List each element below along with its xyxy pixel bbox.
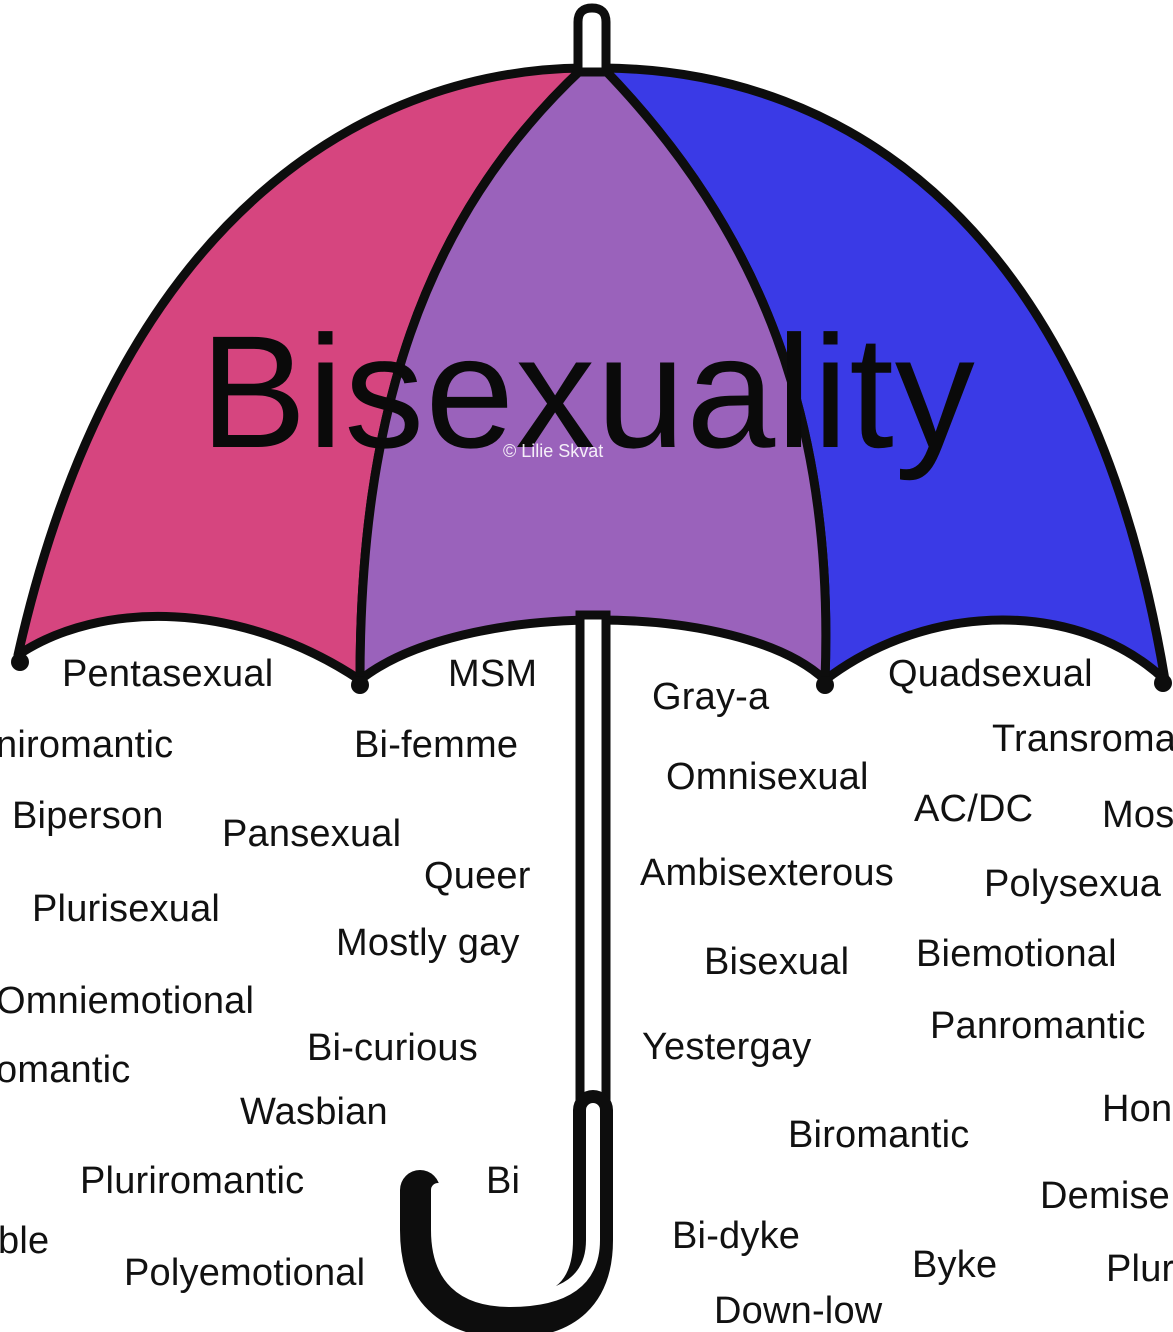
term-label: Bisexual (704, 943, 849, 981)
rib-tip (11, 653, 29, 671)
term-label: Ambisexterous (640, 854, 894, 892)
term-label: Pluriromantic (80, 1162, 304, 1200)
term-label: Panromantic (930, 1007, 1146, 1045)
term-label: Transroma (992, 720, 1173, 758)
term-label: Pansexual (222, 815, 401, 853)
umbrella-shaft (580, 615, 606, 1115)
rib-tip (1154, 674, 1172, 692)
term-label: Omnisexual (666, 758, 869, 796)
rib-tip (816, 676, 834, 694)
copyright-credit: © Lilie Skvat (503, 441, 603, 462)
term-label: MSM (448, 655, 537, 693)
term-label: Wasbian (240, 1093, 388, 1131)
term-label: omantic (0, 1051, 130, 1089)
term-label: Gray-a (652, 678, 769, 716)
term-label: Quadsexual (888, 655, 1093, 693)
term-label: Hon (1102, 1090, 1172, 1128)
term-label: niromantic (0, 726, 173, 764)
term-label: Demise (1040, 1177, 1170, 1215)
term-label: Bi (486, 1162, 520, 1200)
term-label: Bi-dyke (672, 1217, 800, 1255)
term-label: Bi-curious (307, 1029, 478, 1067)
term-label: Yestergay (642, 1028, 811, 1066)
term-label: Mos (1102, 796, 1173, 834)
term-label: ble (0, 1222, 49, 1260)
term-label: Pentasexual (62, 655, 273, 693)
term-label: Biperson (12, 797, 164, 835)
rib-tip (351, 676, 369, 694)
term-label: Omniemotional (0, 982, 254, 1020)
term-label: Queer (424, 857, 531, 895)
term-label: Plur (1106, 1250, 1173, 1288)
term-label: Polysexua (984, 865, 1161, 903)
term-label: Biromantic (788, 1116, 970, 1154)
umbrella-top-knob (578, 8, 606, 72)
term-label: AC/DC (914, 790, 1033, 828)
term-label: Biemotional (916, 935, 1117, 973)
term-label: Byke (912, 1246, 997, 1284)
term-label: Bi-femme (354, 726, 518, 764)
term-label: Plurisexual (32, 890, 220, 928)
term-label: Polyemotional (124, 1254, 365, 1292)
term-label: Mostly gay (336, 924, 520, 962)
term-label: Down-low (714, 1292, 882, 1330)
